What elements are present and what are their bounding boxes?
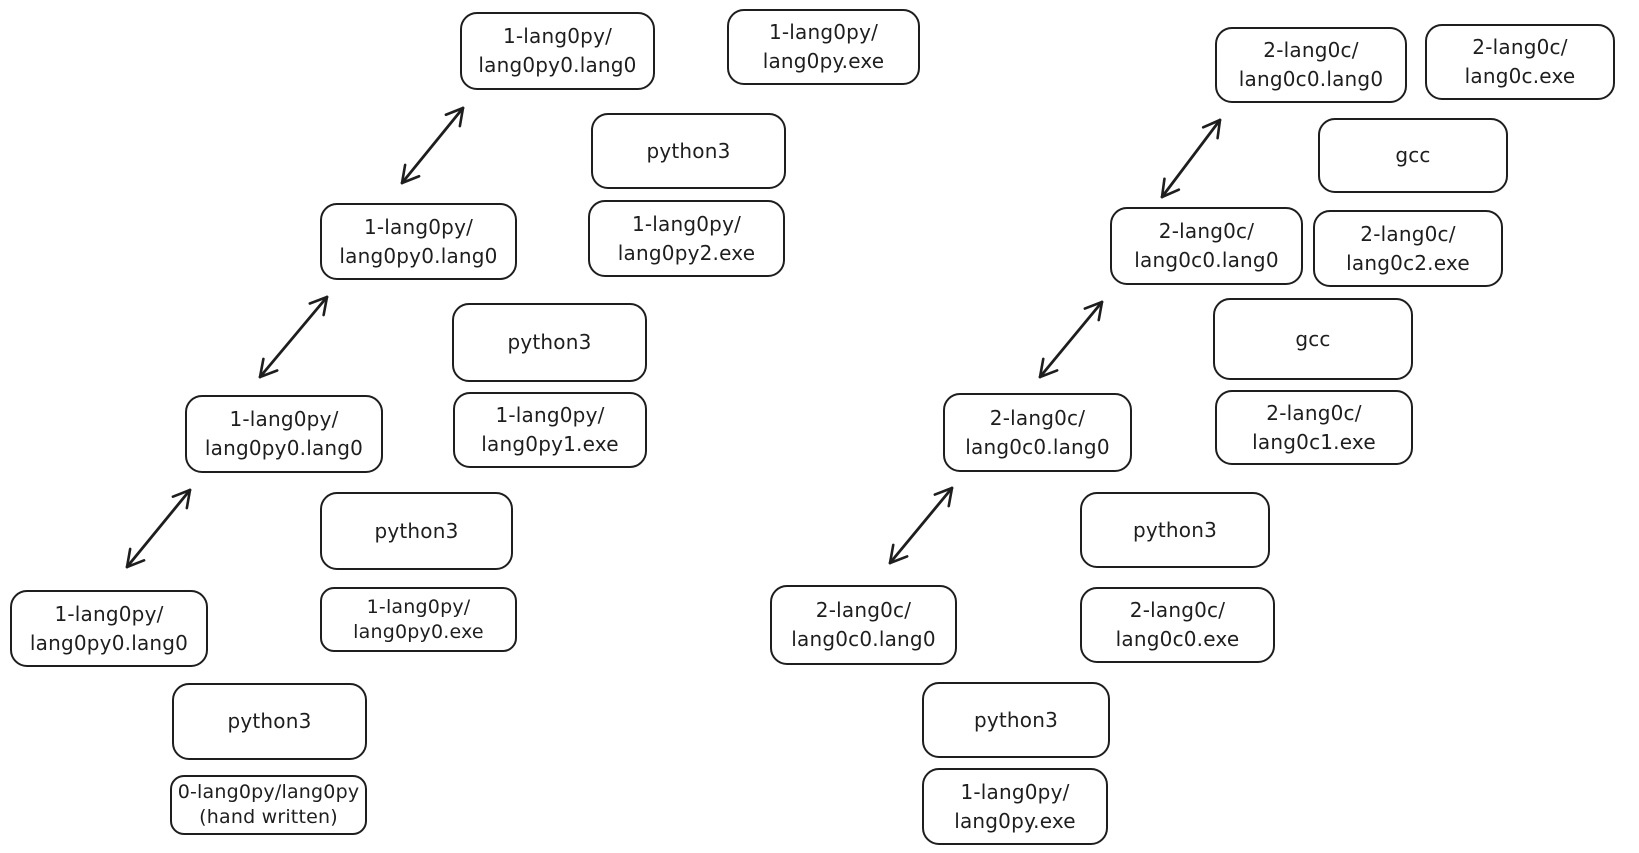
- node-label-line: 2-lang0c/: [815, 598, 912, 622]
- node-py-src-top: 1-lang0py/ lang0py0.lang0: [460, 12, 655, 90]
- double-arrow-py-0-1: [125, 488, 192, 569]
- node-python3-step3: python3: [591, 113, 786, 189]
- node-label-line: lang0py.exe: [762, 49, 885, 73]
- node-label-line: 2-lang0c/: [1158, 219, 1255, 243]
- node-python3-c-step0: python3: [922, 682, 1110, 758]
- node-label-line: python3: [507, 330, 592, 354]
- node-label-line: python3: [973, 707, 1059, 732]
- node-label-line: 1-lang0py/: [366, 595, 471, 618]
- node-label-line: lang0py1.exe: [481, 432, 619, 456]
- node-python3-step1: python3: [320, 492, 513, 570]
- node-label-line: gcc: [1395, 143, 1431, 167]
- node-label-line: lang0c1.exe: [1252, 429, 1376, 454]
- node-c-src-top: 2-lang0c/ lang0c0.lang0: [1215, 27, 1407, 103]
- node-label-line: 1-lang0py/: [768, 20, 879, 44]
- node-label-line: 2-lang0c/: [1266, 400, 1362, 425]
- node-python3-c-step1: python3: [1080, 492, 1270, 568]
- node-c-exe-final: 2-lang0c/ lang0c.exe: [1425, 24, 1615, 100]
- node-label-line: 1-lang0py/: [495, 403, 605, 427]
- node-label-line: lang0c0.lang0: [1238, 67, 1384, 91]
- node-py-exe-final: 1-lang0py/ lang0py.exe: [727, 9, 920, 85]
- double-arrow-c-1-2: [1038, 300, 1104, 379]
- node-c-src-1: 2-lang0c/ lang0c0.lang0: [943, 393, 1132, 472]
- node-c-exe-1: 2-lang0c/ lang0c1.exe: [1215, 390, 1413, 465]
- node-python3-step0: python3: [172, 683, 367, 760]
- double-arrow-c-2-top: [1160, 118, 1222, 199]
- node-py-src-1: 1-lang0py/ lang0py0.lang0: [185, 395, 383, 473]
- node-label-line: (hand written): [199, 806, 338, 828]
- node-label-line: 1-lang0py/: [502, 24, 613, 48]
- node-c-exe-2: 2-lang0c/ lang0c2.exe: [1313, 210, 1503, 287]
- node-label-line: gcc: [1295, 326, 1331, 351]
- node-gcc-step1: gcc: [1213, 298, 1413, 380]
- node-label-line: lang0py0.lang0: [478, 53, 637, 77]
- node-c-src-0: 2-lang0c/ lang0c0.lang0: [770, 585, 957, 665]
- node-py-exe-2: 1-lang0py/ lang0py2.exe: [588, 200, 785, 277]
- node-label-line: 1-lang0py/: [363, 214, 474, 239]
- node-label-line: python3: [227, 709, 312, 733]
- node-label-line: lang0py0.exe: [353, 620, 484, 643]
- node-label-line: 2-lang0c/: [1472, 35, 1568, 59]
- node-c-pyexe-bottom: 1-lang0py/ lang0py.exe: [922, 768, 1108, 845]
- node-label-line: lang0py0.lang0: [29, 630, 189, 655]
- node-label-line: 2-lang0c/: [1263, 38, 1359, 62]
- node-python3-step2: python3: [452, 303, 647, 382]
- node-label-line: lang0py0.lang0: [204, 436, 364, 460]
- node-c-src-2: 2-lang0c/ lang0c0.lang0: [1110, 207, 1303, 285]
- node-gcc-step2: gcc: [1318, 118, 1508, 193]
- node-py-exe-1: 1-lang0py/ lang0py1.exe: [453, 392, 647, 468]
- node-label-line: lang0py2.exe: [617, 240, 756, 265]
- node-label-line: lang0c0.lang0: [1134, 248, 1279, 272]
- node-label-line: 1-lang0py/: [54, 601, 164, 626]
- double-arrow-py-2-top: [400, 106, 465, 185]
- node-label-line: lang0c0.exe: [1115, 627, 1240, 651]
- node-c-exe-0: 2-lang0c/ lang0c0.exe: [1080, 587, 1275, 663]
- node-py-src-2: 1-lang0py/ lang0py0.lang0: [320, 203, 517, 280]
- node-label-line: 1-lang0py/: [229, 407, 339, 431]
- node-label-line: lang0c.exe: [1464, 64, 1576, 88]
- node-py-handwritten: 0-lang0py/lang0py (hand written): [170, 775, 367, 835]
- node-py-exe-0: 1-lang0py/ lang0py0.exe: [320, 587, 517, 652]
- node-label-line: 1-lang0py/: [631, 211, 742, 236]
- node-label-line: lang0c2.exe: [1346, 250, 1470, 275]
- node-label-line: 2-lang0c/: [989, 405, 1086, 430]
- node-label-line: python3: [374, 518, 459, 543]
- node-label-line: python3: [646, 138, 731, 163]
- node-label-line: 2-lang0c/: [1129, 598, 1226, 622]
- node-py-src-0: 1-lang0py/ lang0py0.lang0: [10, 590, 208, 667]
- double-arrow-c-0-1: [888, 486, 954, 565]
- node-label-line: lang0py0.lang0: [339, 243, 498, 268]
- node-label-line: 2-lang0c/: [1360, 221, 1456, 246]
- node-label-line: lang0c0.lang0: [965, 434, 1110, 459]
- double-arrow-py-1-2: [258, 295, 329, 379]
- node-label-line: lang0py.exe: [954, 808, 1076, 833]
- node-label-line: 1-lang0py/: [960, 779, 1070, 804]
- node-label-line: 0-lang0py/lang0py: [177, 781, 360, 803]
- node-label-line: lang0c0.lang0: [791, 627, 936, 651]
- node-label-line: python3: [1132, 517, 1218, 542]
